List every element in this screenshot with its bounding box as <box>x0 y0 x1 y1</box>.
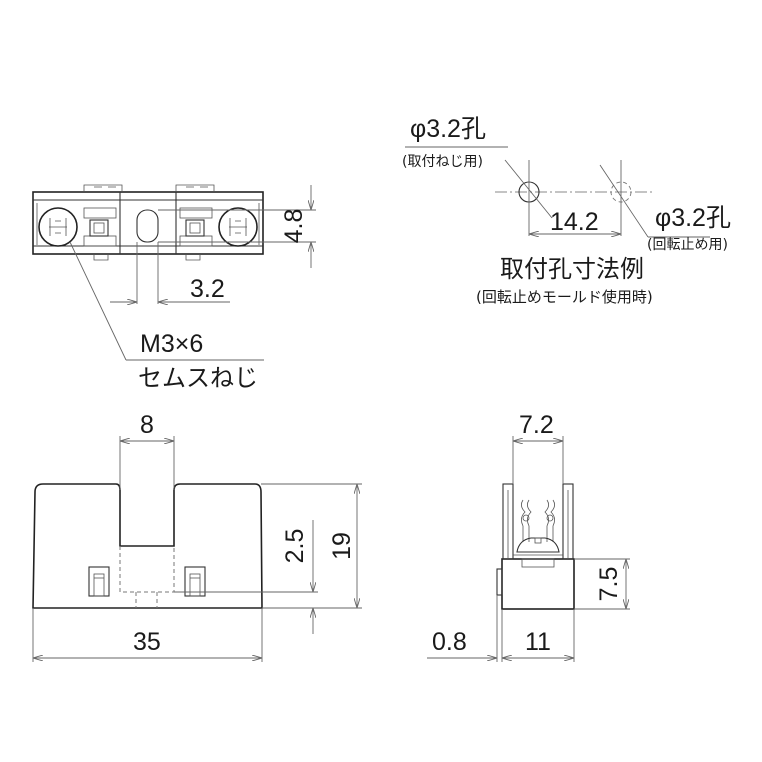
screw-left-icon <box>38 207 78 247</box>
mounting-title: 取付孔寸法例 <box>500 255 644 283</box>
hole1-note: (取付ねじ用) <box>402 154 483 170</box>
screw-type-label: セムスねじ <box>138 364 258 392</box>
dim-14-2: 14.2 <box>550 208 599 236</box>
dim-19: 19 <box>328 532 356 560</box>
dim-7-5: 7.5 <box>595 567 623 602</box>
dim-0-8: 0.8 <box>432 628 467 656</box>
hole2-note: (回転止め用) <box>647 237 728 253</box>
slot-oval <box>136 209 159 243</box>
side-view: 7.2 7.5 0.8 11 <box>427 411 630 662</box>
hole1-label: φ3.2孔 <box>410 115 486 143</box>
dim-3-2: 3.2 <box>190 275 225 303</box>
screw-spec-label: M3×6 <box>140 330 203 358</box>
dim-35: 35 <box>133 628 161 656</box>
clamp-left <box>83 207 117 247</box>
dim-8: 8 <box>140 411 154 439</box>
screw-right-icon <box>218 207 258 247</box>
hole2-label: φ3.2孔 <box>655 204 731 232</box>
top-view: 4.8 3.2 M3×6 セムスねじ <box>32 184 316 392</box>
dim-7-2: 7.2 <box>519 411 554 439</box>
mounting-hole-example: φ3.2孔 (取付ねじ用) 14.2 φ3.2孔 (回転止め用) 取付孔寸法例 … <box>402 115 731 306</box>
front-view: 8 19 2.5 35 <box>32 411 362 662</box>
dim-2-5: 2.5 <box>281 529 309 564</box>
dim-4-8: 4.8 <box>280 209 308 244</box>
clamp-right <box>179 207 213 247</box>
dim-11: 11 <box>525 628 551 656</box>
mounting-subtitle: (回転止めモールド使用時) <box>476 288 653 306</box>
